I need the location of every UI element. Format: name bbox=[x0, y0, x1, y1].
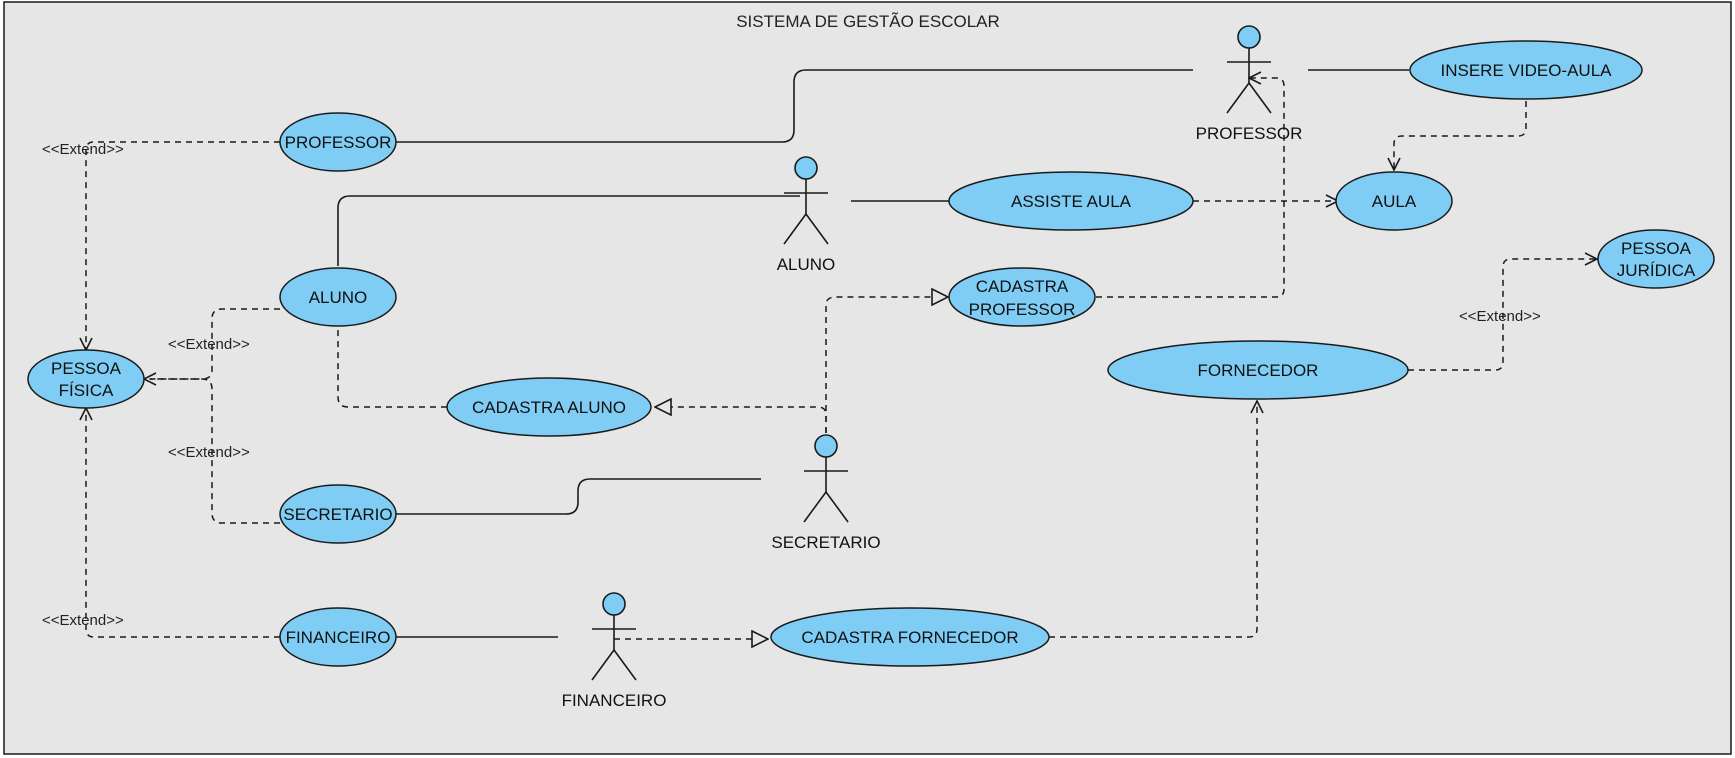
svg-text:CADASTRA: CADASTRA bbox=[976, 277, 1069, 296]
usecase-assiste-aula[interactable]: ASSISTE AULA bbox=[948, 171, 1194, 231]
actor-professor[interactable]: PROFESSOR bbox=[1196, 25, 1303, 143]
actor-secretario[interactable]: SECRETARIO bbox=[771, 434, 881, 552]
usecase-cadastra-professor[interactable]: CADASTRA PROFESSOR bbox=[948, 267, 1096, 327]
svg-text:CADASTRA FORNECEDOR: CADASTRA FORNECEDOR bbox=[801, 628, 1018, 647]
stereotype-extend-fornecedor: <<Extend>> bbox=[1459, 308, 1541, 325]
svg-text:AULA: AULA bbox=[1372, 192, 1417, 211]
usecase-financeiro[interactable]: FINANCEIRO bbox=[279, 607, 397, 667]
cadastra-fornecedor-dep bbox=[1049, 401, 1257, 638]
usecase-cadastra-aluno[interactable]: CADASTRA ALUNO bbox=[446, 377, 652, 437]
actor-aluno[interactable]: ALUNO bbox=[777, 156, 836, 274]
extend-secretario-line bbox=[150, 378, 280, 524]
usecase-cadastra-fornecedor[interactable]: CADASTRA FORNECEDOR bbox=[770, 607, 1050, 667]
svg-text:JURÍDICA: JURÍDICA bbox=[1617, 261, 1696, 280]
svg-text:SECRETARIO: SECRETARIO bbox=[771, 533, 880, 552]
usecase-secretario[interactable]: SECRETARIO bbox=[279, 484, 397, 544]
svg-text:PROFESSOR: PROFESSOR bbox=[285, 133, 392, 152]
assoc-secretario bbox=[396, 478, 761, 515]
stereotype-extend-financeiro: <<Extend>> bbox=[42, 612, 124, 629]
svg-text:PROFESSOR: PROFESSOR bbox=[1196, 124, 1303, 143]
svg-text:FORNECEDOR: FORNECEDOR bbox=[1198, 361, 1319, 380]
extend-fornecedor-line bbox=[1408, 259, 1597, 371]
cadastra-aluno-dep bbox=[338, 297, 447, 408]
assoc-aluno bbox=[337, 195, 800, 266]
svg-text:PESSOA: PESSOA bbox=[1621, 239, 1692, 258]
svg-text:CADASTRA ALUNO: CADASTRA ALUNO bbox=[472, 398, 626, 417]
svg-text:FÍSICA: FÍSICA bbox=[59, 381, 114, 400]
usecase-fornecedor[interactable]: FORNECEDOR bbox=[1107, 340, 1409, 400]
usecase-aula[interactable]: AULA bbox=[1335, 171, 1453, 231]
usecase-professor[interactable]: PROFESSOR bbox=[279, 112, 397, 172]
extend-professor-line bbox=[86, 141, 280, 350]
svg-text:ALUNO: ALUNO bbox=[309, 288, 368, 307]
usecase-aluno[interactable]: ALUNO bbox=[279, 267, 397, 327]
secretario-cadastra-professor bbox=[825, 297, 948, 433]
extend-financeiro-line bbox=[86, 408, 280, 638]
stereotype-extend-professor: <<Extend>> bbox=[42, 141, 124, 158]
usecase-pessoa-fisica[interactable]: PESSOA FÍSICA bbox=[27, 349, 145, 409]
svg-text:SECRETARIO: SECRETARIO bbox=[283, 505, 392, 524]
svg-text:INSERE VIDEO-AULA: INSERE VIDEO-AULA bbox=[1441, 61, 1613, 80]
svg-text:FINANCEIRO: FINANCEIRO bbox=[562, 691, 667, 710]
svg-text:PESSOA: PESSOA bbox=[51, 359, 122, 378]
svg-text:ASSISTE AULA: ASSISTE AULA bbox=[1011, 192, 1132, 211]
secretario-cadastra-aluno bbox=[655, 407, 827, 433]
actor-financeiro[interactable]: FINANCEIRO bbox=[562, 592, 667, 710]
usecase-insere-video-aula[interactable]: INSERE VIDEO-AULA bbox=[1409, 40, 1643, 100]
assoc-professor bbox=[396, 69, 1193, 143]
usecase-pessoa-juridica[interactable]: PESSOA JURÍDICA bbox=[1597, 229, 1715, 289]
extend-aluno-line bbox=[144, 308, 280, 379]
svg-text:PROFESSOR: PROFESSOR bbox=[969, 300, 1076, 319]
diagram-title: SISTEMA DE GESTÃO ESCOLAR bbox=[736, 12, 1000, 31]
stereotype-extend-aluno: <<Extend>> bbox=[168, 336, 250, 353]
svg-text:FINANCEIRO: FINANCEIRO bbox=[286, 628, 391, 647]
insere-video-dep bbox=[1394, 101, 1527, 170]
svg-text:ALUNO: ALUNO bbox=[777, 255, 836, 274]
stereotype-extend-secretario: <<Extend>> bbox=[168, 444, 250, 461]
